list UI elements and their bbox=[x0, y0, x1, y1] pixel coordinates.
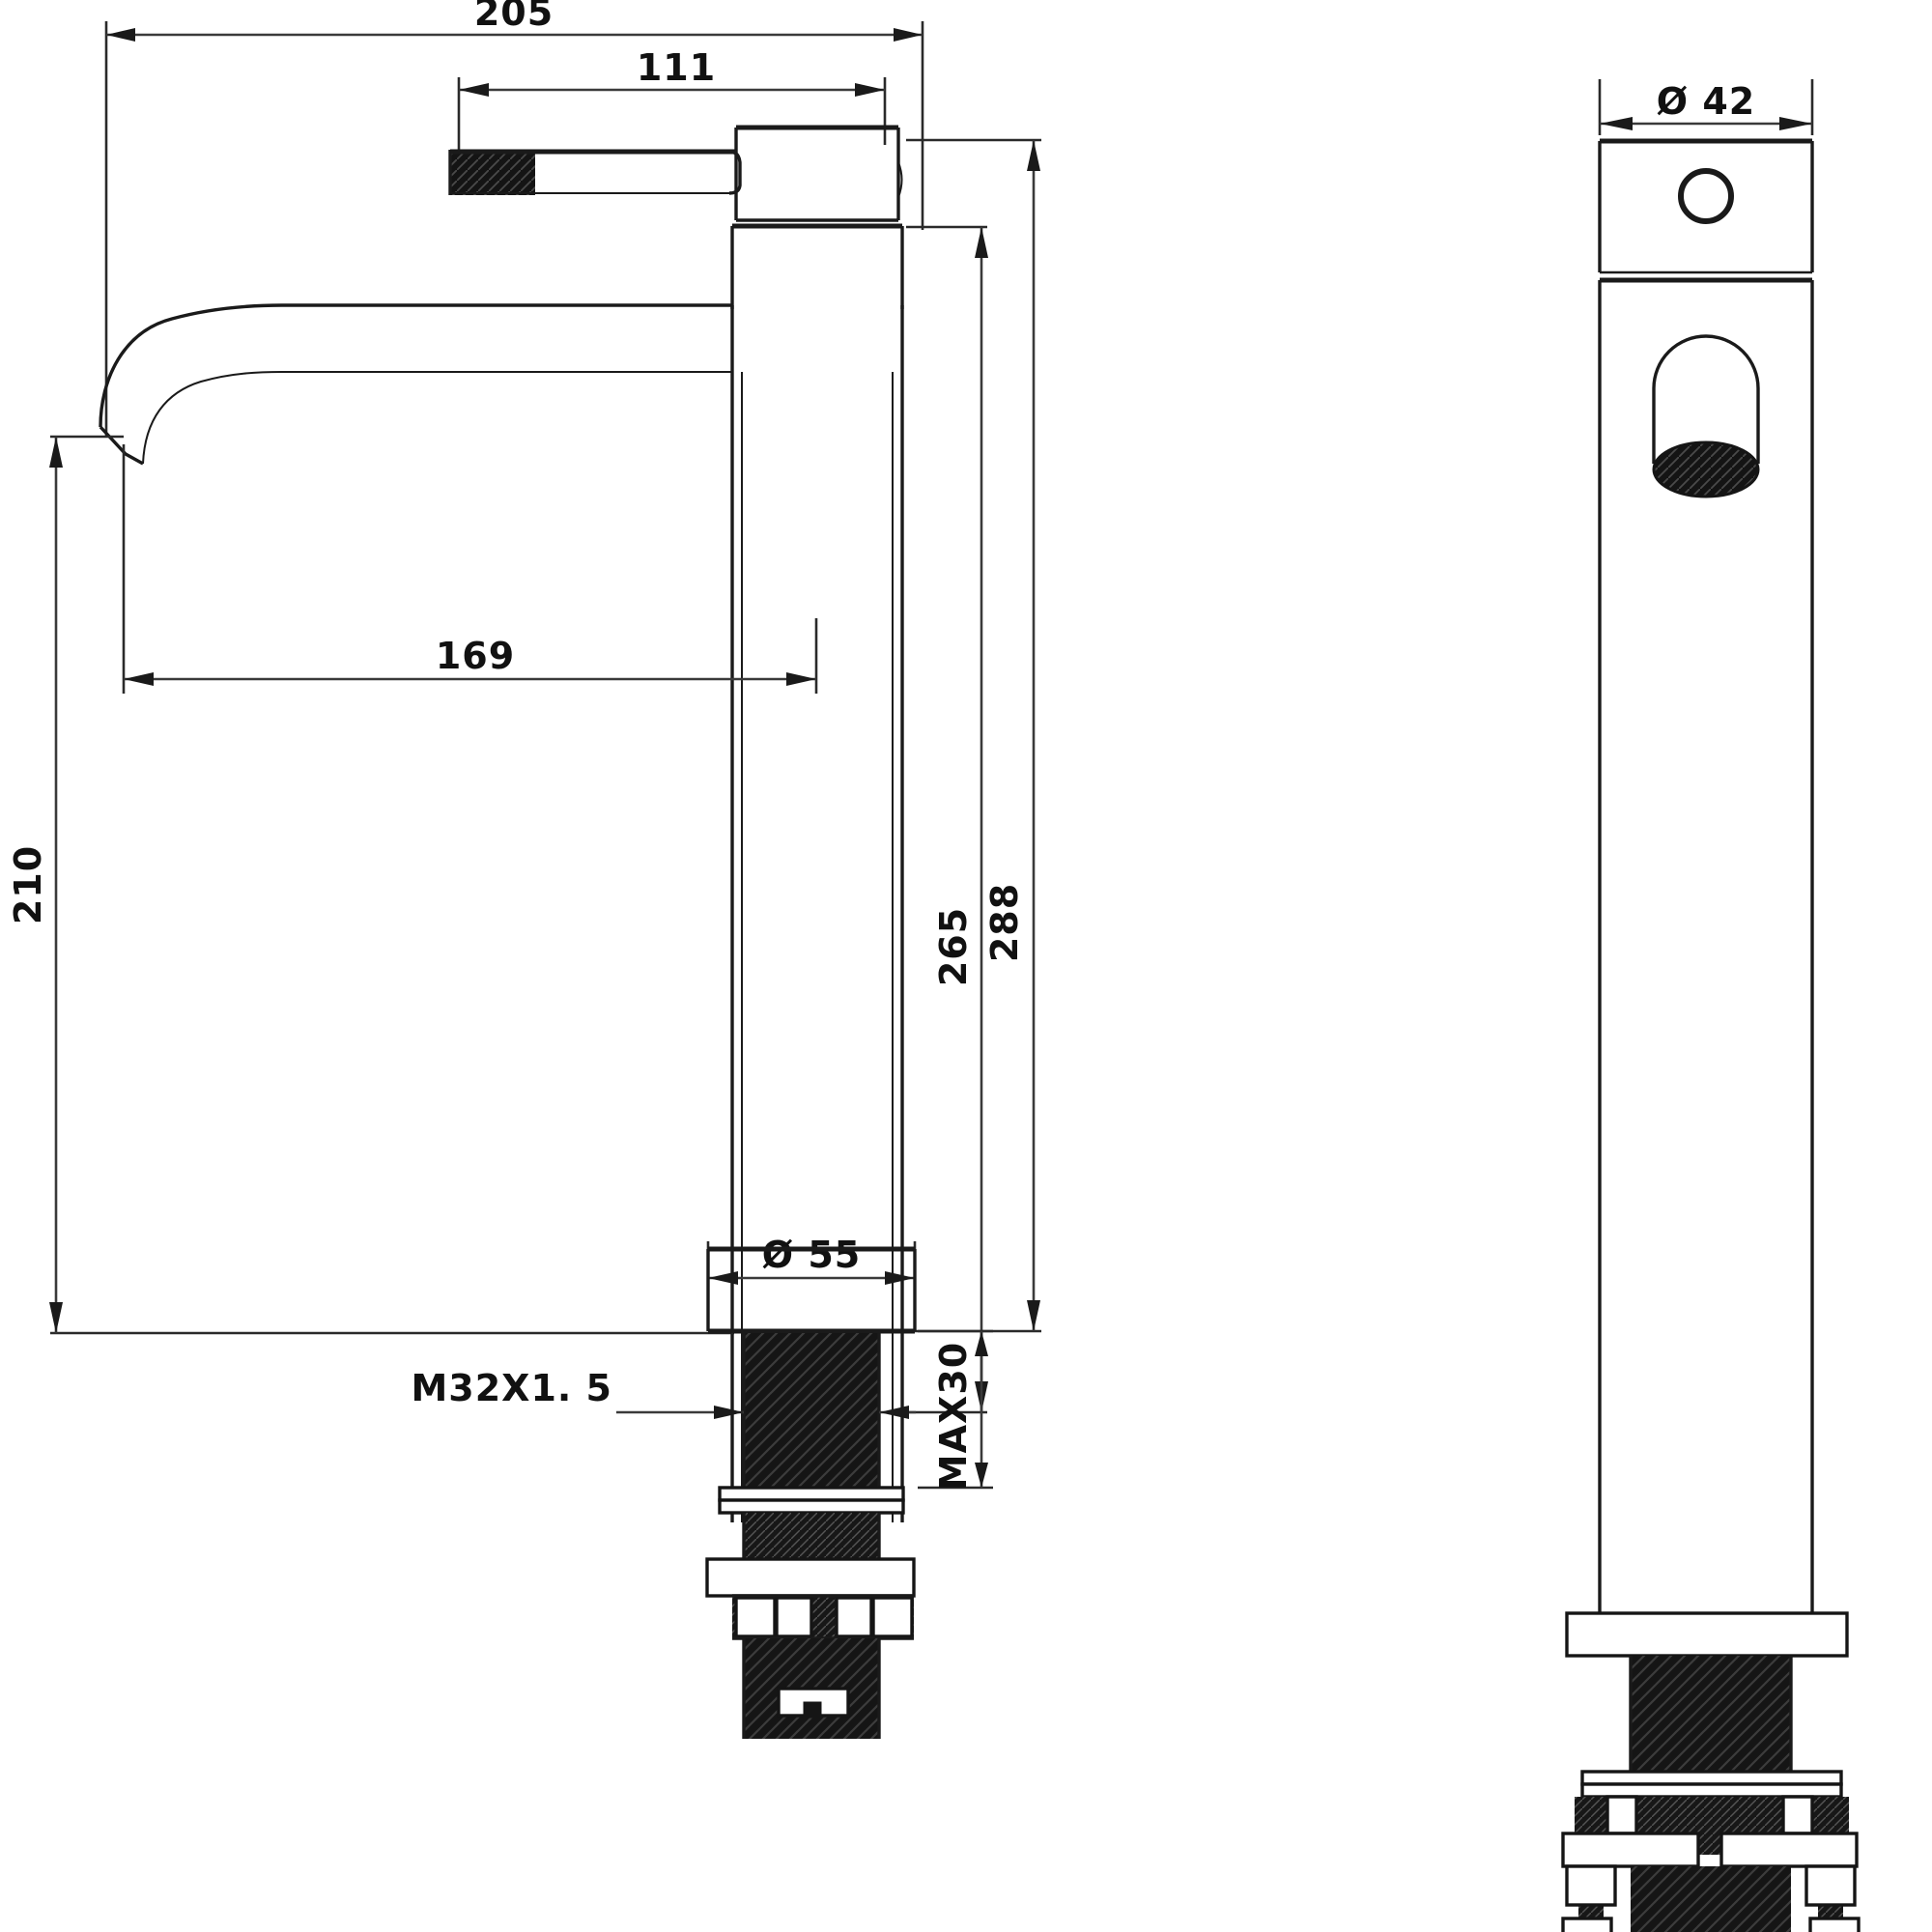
lever-grip-knurl bbox=[450, 150, 535, 195]
front-foot-right bbox=[1808, 1917, 1861, 1932]
front-elevation-view: Ø 42 bbox=[1561, 79, 1861, 1932]
front-thread-hatch-tail bbox=[1631, 1866, 1791, 1932]
front-foot-left bbox=[1561, 1917, 1613, 1932]
dimension-label-205: 205 bbox=[474, 0, 554, 34]
dimension-265: 265 bbox=[906, 225, 988, 1414]
front-base-escutcheon bbox=[1565, 1611, 1849, 1658]
front-nut-slot-left bbox=[1605, 1795, 1638, 1835]
dimension-210: 210 bbox=[7, 435, 734, 1335]
arrow-left-d55 bbox=[708, 1271, 738, 1285]
front-lower-tail bbox=[1561, 1864, 1861, 1932]
nut-slot-3 bbox=[835, 1596, 873, 1638]
front-mounting-shank bbox=[1629, 1656, 1793, 1772]
dimension-label-d42: Ø 42 bbox=[1657, 80, 1755, 123]
arrow-top-max30 bbox=[975, 1331, 988, 1356]
dimension-label-max30: MAX30 bbox=[932, 1342, 975, 1491]
arrow-bottom-210 bbox=[49, 1302, 63, 1333]
arrow-left-111 bbox=[459, 83, 489, 97]
stud-below-washer bbox=[742, 1513, 881, 1559]
front-fixing-nut bbox=[1561, 1795, 1859, 1868]
arrow-top-210 bbox=[49, 437, 63, 468]
washer-lower bbox=[718, 1498, 905, 1515]
arrow-bottom-max30 bbox=[975, 1463, 988, 1488]
spout-outlet-front bbox=[1652, 334, 1760, 498]
dimension-label-111: 111 bbox=[637, 46, 716, 89]
nut-flange bbox=[705, 1557, 916, 1598]
lower-threaded-tail bbox=[742, 1638, 881, 1739]
front-nut-ear-right bbox=[1719, 1832, 1859, 1868]
front-leg-slot-left bbox=[1565, 1864, 1617, 1907]
front-body-tube bbox=[1598, 280, 1814, 1613]
thread-hatch-shank bbox=[744, 1333, 879, 1488]
arrow-right-205 bbox=[894, 28, 923, 42]
dimension-111: 111 bbox=[457, 46, 887, 193]
fixing-nut-body bbox=[732, 1594, 914, 1640]
arrow-left-d42 bbox=[1600, 117, 1633, 130]
arrow-right-169 bbox=[786, 672, 816, 686]
aerator-face bbox=[1652, 440, 1760, 498]
base-escutcheon: Ø 55 bbox=[706, 1234, 917, 1334]
front-washer-upper bbox=[1580, 1770, 1843, 1786]
mounting-shank-threaded: M32X1. 5 bbox=[411, 1333, 916, 1488]
dimension-max30: MAX30 bbox=[918, 1329, 993, 1491]
lever-pivot-hole-icon bbox=[1678, 168, 1734, 224]
front-washer-plate bbox=[1580, 1770, 1843, 1799]
dimension-169: 169 bbox=[122, 444, 818, 694]
dimension-288: 288 bbox=[906, 138, 1041, 1333]
dimension-d42: Ø 42 bbox=[1598, 79, 1814, 135]
thread-hatch-stud bbox=[744, 1513, 879, 1559]
fixing-nut-flange bbox=[705, 1557, 916, 1598]
arrow-left-205 bbox=[106, 28, 135, 42]
arrow-thread-left bbox=[714, 1406, 744, 1419]
dimension-label-265: 265 bbox=[932, 907, 975, 986]
front-leg-slot-right bbox=[1804, 1864, 1857, 1907]
dimension-205: 205 bbox=[104, 0, 924, 437]
front-washer-lower bbox=[1580, 1782, 1843, 1799]
front-thread-hatch-shank bbox=[1631, 1656, 1791, 1772]
side-elevation-view: 205 111 bbox=[7, 0, 1041, 1739]
dimension-label-288: 288 bbox=[983, 883, 1026, 962]
nut-slot-4 bbox=[871, 1596, 914, 1638]
mounting-washer-plate bbox=[718, 1486, 905, 1515]
arrow-right-d42 bbox=[1779, 117, 1812, 130]
dimension-label-m32: M32X1. 5 bbox=[411, 1367, 612, 1409]
front-nut-slot-right bbox=[1781, 1795, 1814, 1835]
nut-slot-2 bbox=[775, 1596, 813, 1638]
front-top-cap bbox=[1598, 138, 1814, 283]
washer-upper bbox=[718, 1486, 905, 1502]
arrow-top-288 bbox=[1027, 140, 1040, 171]
arrow-bottom-288 bbox=[1027, 1300, 1040, 1331]
dimension-label-d55: Ø 55 bbox=[762, 1234, 861, 1276]
dimension-label-210: 210 bbox=[7, 845, 49, 924]
front-nut-ear-left bbox=[1561, 1832, 1700, 1868]
arrow-right-d55 bbox=[885, 1271, 915, 1285]
handle-cap bbox=[734, 125, 903, 222]
front-escutcheon-plate bbox=[1565, 1611, 1849, 1658]
arrow-right-111 bbox=[855, 83, 885, 97]
arrow-top-265 bbox=[975, 227, 988, 258]
handle-lever bbox=[448, 149, 742, 195]
body-top-collar bbox=[730, 223, 904, 309]
nut-slot-1 bbox=[734, 1596, 777, 1638]
tail-notch-tab bbox=[803, 1701, 822, 1719]
dimension-label-169: 169 bbox=[436, 635, 515, 677]
arrow-left-169 bbox=[124, 672, 154, 686]
arrow-thread-right bbox=[879, 1406, 909, 1419]
